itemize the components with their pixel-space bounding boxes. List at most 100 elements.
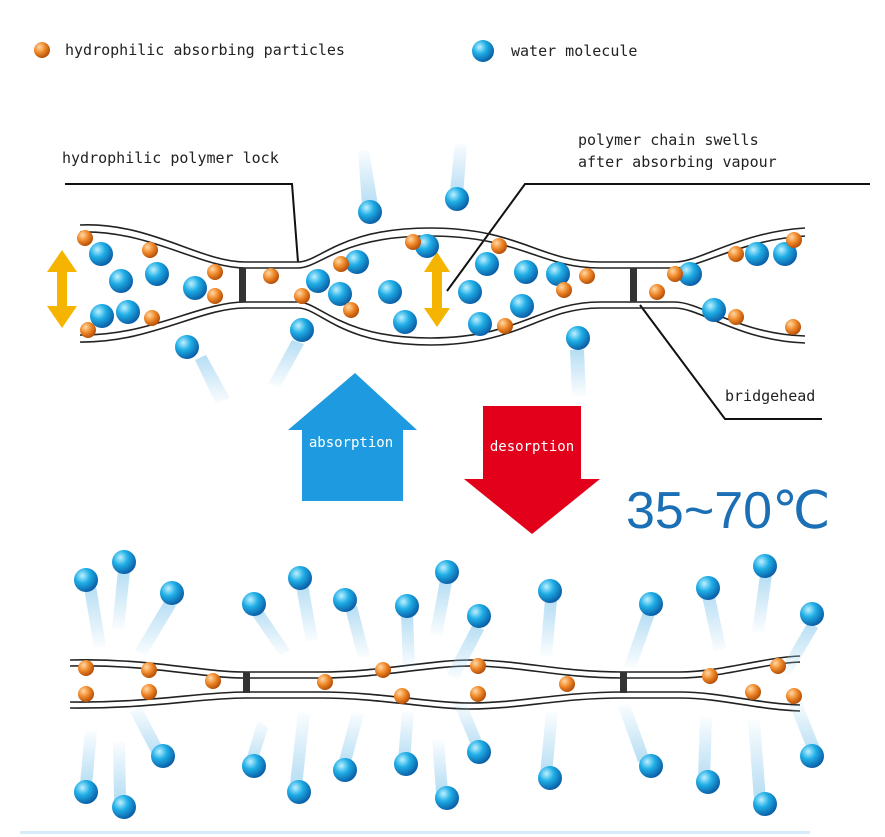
- particle: [702, 668, 718, 684]
- particle: [207, 288, 223, 304]
- water-molecule: [800, 744, 824, 768]
- particle: [786, 688, 802, 704]
- water-molecule: [395, 594, 419, 618]
- water-molecule: [415, 234, 439, 258]
- particle: [375, 662, 391, 678]
- water-molecule: [467, 740, 491, 764]
- bridgehead-left-bottom: [243, 672, 250, 693]
- top-water-molecules: [89, 187, 797, 359]
- water-molecule: [328, 282, 352, 306]
- particle: [144, 310, 160, 326]
- particle: [141, 662, 157, 678]
- particle: [333, 256, 349, 272]
- water-molecule: [74, 780, 98, 804]
- particle: [770, 658, 786, 674]
- particle: [343, 302, 359, 318]
- legend: hydrophilic absorbing particles water mo…: [34, 40, 637, 62]
- water-molecule: [773, 242, 797, 266]
- particle: [80, 322, 96, 338]
- bottom-rule: [20, 831, 810, 834]
- temperature-label: 35~70℃: [626, 482, 830, 540]
- particle: [317, 674, 333, 690]
- water-molecule: [175, 335, 199, 359]
- water-molecule: [242, 754, 266, 778]
- water-molecule: [358, 200, 382, 224]
- water-molecule: [90, 304, 114, 328]
- particle: [556, 282, 572, 298]
- particle: [205, 673, 221, 689]
- legend-particle-icon: [34, 42, 50, 58]
- water-molecule: [753, 792, 777, 816]
- particle: [470, 686, 486, 702]
- particle: [141, 684, 157, 700]
- water-molecule: [290, 318, 314, 342]
- water-molecule: [393, 310, 417, 334]
- water-molecule: [514, 260, 538, 284]
- polymer-lock-label: hydrophilic polymer lock: [62, 149, 279, 167]
- particle: [745, 684, 761, 700]
- water-molecule: [745, 242, 769, 266]
- water-molecule: [116, 300, 140, 324]
- water-molecule: [333, 588, 357, 612]
- water-molecule: [468, 312, 492, 336]
- lower-chain-line-a: [79, 301, 806, 339]
- particle: [579, 268, 595, 284]
- lower-chain-line-b: [79, 307, 806, 346]
- particle: [728, 309, 744, 325]
- dry-chain-line-c: [69, 691, 801, 706]
- water-molecule: [566, 326, 590, 350]
- polymer-lock-leader-line: [65, 183, 299, 263]
- chain-swells-leader-line: [446, 183, 870, 292]
- water-molecule: [538, 579, 562, 603]
- water-molecule: [510, 294, 534, 318]
- particle: [728, 246, 744, 262]
- bridgehead-left-top: [239, 268, 246, 302]
- water-molecule: [333, 758, 357, 782]
- particle: [78, 660, 94, 676]
- bottom-water-molecules: [74, 550, 824, 819]
- water-molecule: [467, 604, 491, 628]
- particle: [470, 658, 486, 674]
- desorption-arrow: desorption: [464, 406, 600, 534]
- water-molecule: [112, 550, 136, 574]
- water-molecule: [458, 280, 482, 304]
- particle: [77, 230, 93, 246]
- water-molecule: [639, 754, 663, 778]
- water-molecule: [435, 560, 459, 584]
- legend-water-icon: [472, 40, 494, 62]
- particle: [405, 234, 421, 250]
- particle: [497, 318, 513, 334]
- dry-polymer-chains: [69, 655, 801, 712]
- bottom-particles: [78, 658, 802, 704]
- water-molecule: [89, 242, 113, 266]
- water-molecule: [306, 269, 330, 293]
- bridgehead-leader-line: [639, 304, 822, 420]
- water-molecule: [160, 581, 184, 605]
- dry-chain-line-d: [69, 697, 801, 712]
- dry-chain-line-a: [69, 655, 801, 673]
- particle: [78, 686, 94, 702]
- water-molecule: [183, 276, 207, 300]
- top-particles: [77, 230, 802, 338]
- water-molecule: [242, 592, 266, 616]
- water-molecule: [394, 752, 418, 776]
- water-molecule: [475, 252, 499, 276]
- particle: [559, 676, 575, 692]
- bridgehead-right-top: [630, 268, 637, 302]
- dry-chain-line-b: [69, 661, 801, 679]
- top-annotations: hydrophilic polymer lock polymer chain s…: [62, 131, 870, 420]
- particle: [667, 266, 683, 282]
- water-molecule: [696, 770, 720, 794]
- particle: [394, 688, 410, 704]
- top-water-trails: [195, 142, 586, 404]
- water-molecule: [546, 262, 570, 286]
- water-molecule: [435, 786, 459, 810]
- water-molecule: [74, 568, 98, 592]
- water-molecule: [109, 269, 133, 293]
- water-molecule: [288, 566, 312, 590]
- particle: [785, 319, 801, 335]
- water-molecule: [151, 744, 175, 768]
- absorption-label: absorption: [309, 435, 393, 451]
